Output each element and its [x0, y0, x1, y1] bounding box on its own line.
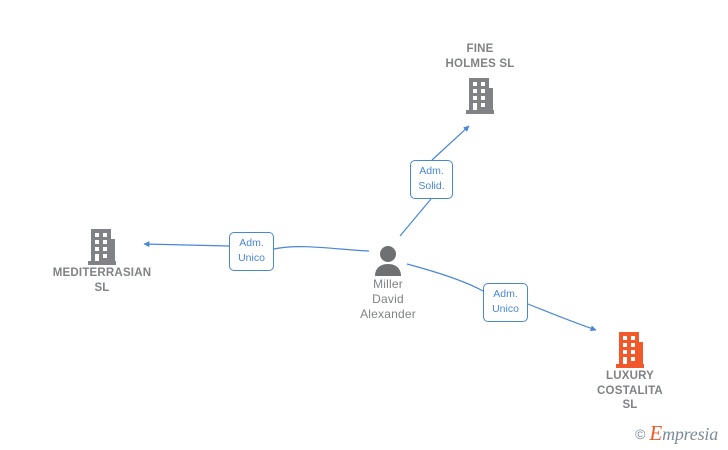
empresia-watermark: © Empresia: [635, 421, 718, 445]
building-icon: [560, 331, 700, 369]
node-fine-holmes[interactable]: FINE HOLMES SL: [410, 42, 550, 115]
empresia-logo-initial: E: [649, 421, 663, 445]
building-icon: [410, 77, 550, 115]
empresia-logo-text: mpresia: [662, 424, 718, 444]
empresia-logo: Empresia: [649, 421, 718, 445]
edge-label-adm-unico-luxury[interactable]: Adm. Unico: [483, 283, 528, 322]
node-miller-david-alexander[interactable]: Miller David Alexander: [318, 245, 458, 322]
person-icon: [318, 245, 458, 277]
node-label-miller-david-alexander: Miller David Alexander: [360, 277, 416, 321]
edge-label-adm-solid[interactable]: Adm. Solid.: [410, 160, 453, 199]
node-label-luxury-costalita: LUXURY COSTALITA SL: [597, 370, 663, 411]
node-luxury-costalita[interactable]: LUXURY COSTALITA SL: [560, 331, 700, 413]
node-label-fine-holmes: FINE HOLMES SL: [445, 43, 515, 70]
copyright-icon: ©: [635, 425, 646, 442]
node-label-mediterrasian: MEDITERRASIAN SL: [52, 267, 152, 294]
node-mediterrasian[interactable]: MEDITERRASIAN SL: [32, 228, 172, 295]
building-icon: [32, 228, 172, 266]
edge-label-adm-unico-mediterrasian[interactable]: Adm. Unico: [229, 232, 274, 271]
